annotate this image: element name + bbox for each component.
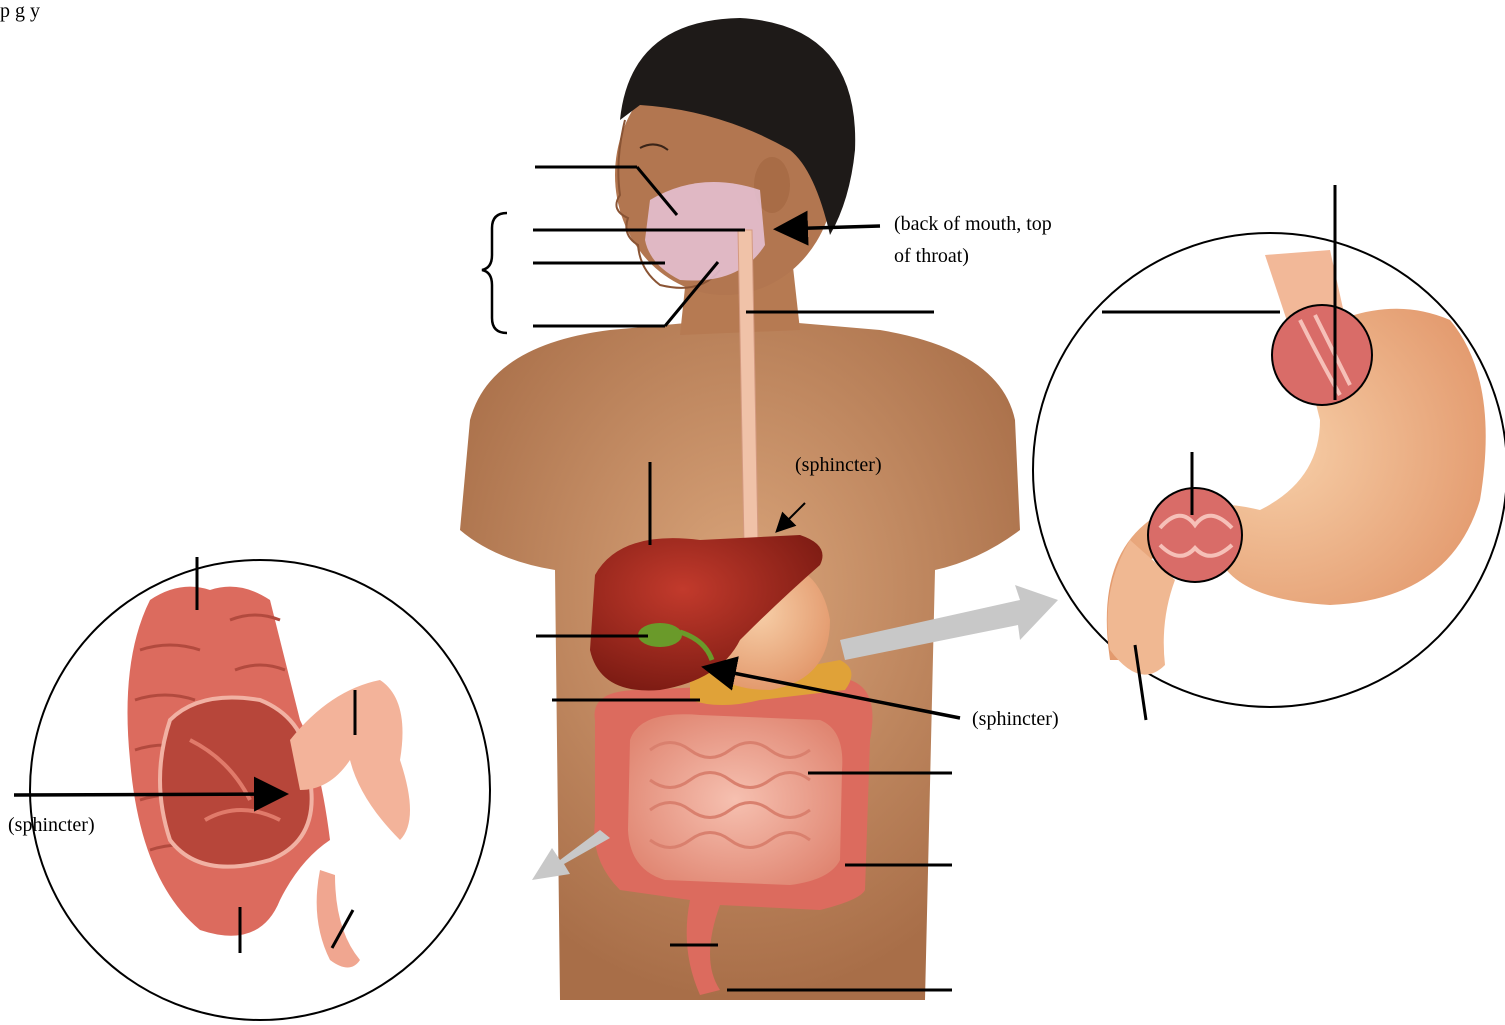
pyloric-sphincter-label: (sphincter) bbox=[972, 706, 1059, 732]
pharynx-note-line2: of throat) bbox=[894, 243, 969, 269]
colon-inset bbox=[30, 560, 490, 1020]
ileocecal-sphincter-arrow bbox=[14, 794, 282, 795]
stomach-inset bbox=[1033, 233, 1505, 707]
bracket-brace bbox=[482, 213, 507, 333]
cardiac-sphincter-label: (sphincter) bbox=[795, 452, 882, 478]
ileocecal-sphincter-label: (sphincter) bbox=[8, 812, 95, 838]
pharynx-note-line1: (back of mouth, top bbox=[894, 211, 1052, 237]
small-intestine bbox=[628, 714, 842, 885]
